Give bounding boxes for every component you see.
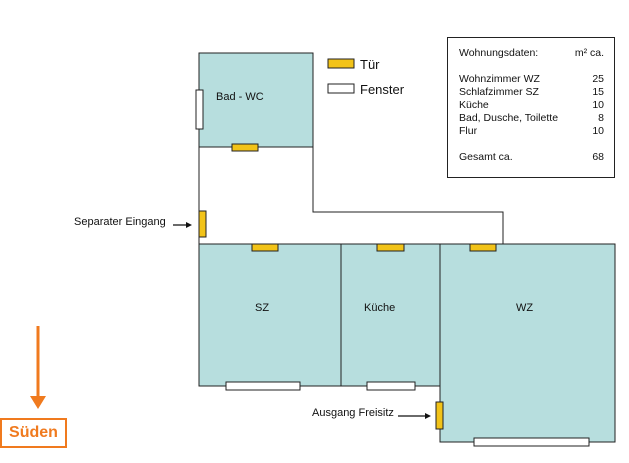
area-row-value: 25 xyxy=(592,73,604,85)
area-row-label: Bad, Dusche, Toilette xyxy=(459,112,559,124)
apartment-data-box: Wohnungsdaten: m² ca. Wohnzimmer WZ 25 S… xyxy=(447,37,615,178)
legend-door-swatch xyxy=(327,58,355,69)
area-row-label: Wohnzimmer WZ xyxy=(459,73,540,85)
area-row: Wohnzimmer WZ 25 xyxy=(459,73,604,86)
door-separate-entrance xyxy=(198,210,207,238)
area-row: Küche 10 xyxy=(459,99,604,112)
area-row-value: 15 xyxy=(592,86,604,98)
label-living: WZ xyxy=(516,302,533,314)
area-row-label: Schlafzimmer SZ xyxy=(459,86,539,98)
area-row-label: Küche xyxy=(459,99,489,111)
apartment-data-header: Wohnungsdaten: m² ca. xyxy=(459,47,604,60)
label-kitchen: Küche xyxy=(364,302,395,314)
area-total-value: 68 xyxy=(592,151,604,163)
area-row: Flur 10 xyxy=(459,125,604,138)
legend-window-label: Fenster xyxy=(360,82,405,97)
arrowhead-terrace-exit xyxy=(425,413,431,419)
area-total-label: Gesamt ca. xyxy=(459,151,513,163)
area-row-value: 10 xyxy=(592,99,604,111)
label-bath: Bad - WC xyxy=(216,91,264,103)
arrowhead-separate-entrance xyxy=(186,222,192,228)
label-terrace-exit: Ausgang Freisitz xyxy=(312,407,394,419)
area-row: Schlafzimmer SZ 15 xyxy=(459,86,604,99)
door-living xyxy=(469,243,497,252)
door-terrace-exit xyxy=(435,401,444,430)
label-separate-entrance: Separater Eingang xyxy=(74,216,166,228)
area-row-value: 10 xyxy=(592,125,604,137)
window-living xyxy=(473,437,590,447)
area-total-row: Gesamt ca. 68 xyxy=(459,151,604,164)
door-bedroom xyxy=(251,243,279,252)
legend-window-swatch xyxy=(327,83,355,94)
room-living xyxy=(439,243,616,443)
south-arrow-head xyxy=(30,396,46,409)
compass-south-label: Süden xyxy=(0,418,67,448)
door-bath xyxy=(231,143,259,152)
window-kitchen xyxy=(366,381,416,391)
door-kitchen xyxy=(376,243,405,252)
legend-door-label: Tür xyxy=(360,57,380,72)
area-row-label: Flur xyxy=(459,125,478,137)
room-kitchen xyxy=(340,243,441,387)
area-row: Bad, Dusche, Toilette 8 xyxy=(459,112,604,125)
room-bedroom xyxy=(198,243,342,387)
label-bedroom: SZ xyxy=(255,302,269,314)
area-row-value: 8 xyxy=(598,112,604,124)
apartment-data-unit: m² ca. xyxy=(574,47,604,59)
window-bath xyxy=(195,89,204,130)
apartment-data-title: Wohnungsdaten: xyxy=(459,47,539,59)
window-bedroom xyxy=(225,381,301,391)
